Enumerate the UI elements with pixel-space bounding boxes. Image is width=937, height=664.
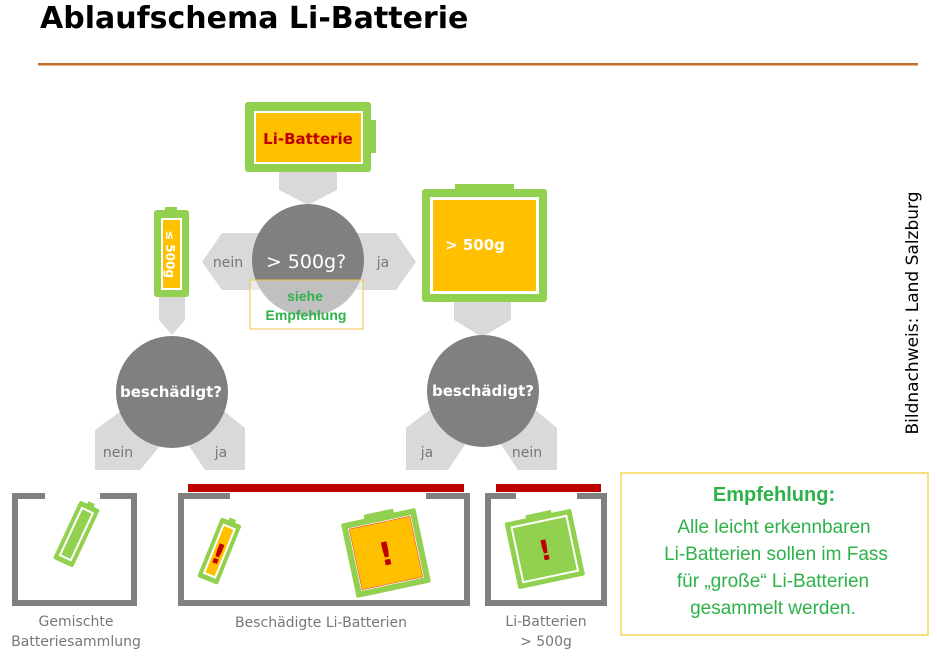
start-battery: Li-Batterie — [245, 102, 376, 172]
recommendation-line-3: für „große“ Li-Batterien — [677, 571, 869, 592]
bin-large-label-1: Li-Batterien — [505, 614, 586, 630]
damaged-question-left-circle — [116, 336, 228, 448]
image-credit: Bildnachweis: Land Salzburg — [903, 191, 923, 434]
bin-mixed — [12, 493, 137, 606]
bin-large: ! — [485, 484, 607, 606]
leg-left-no — [95, 408, 165, 470]
yes-label: ja — [376, 255, 389, 271]
start-battery-label: Li-Batterie — [263, 130, 353, 148]
damaged-question-right-circle — [427, 335, 539, 447]
bin-large-label-2: > 500g — [520, 634, 572, 650]
see-recommendation-line1: siehe — [287, 288, 323, 304]
recommendation-line-1: Alle leicht erkennbaren — [677, 517, 870, 538]
leg-right-yes — [406, 408, 468, 470]
no-label: nein — [213, 255, 243, 271]
small-battery-label: ≤ 500g — [163, 230, 177, 278]
weight-question: > 500g? — [266, 251, 346, 273]
large-battery-label: > 500g — [445, 236, 505, 254]
bin-mixed-label-2: Batteriesammlung — [11, 634, 141, 650]
recommendation-title: Empfehlung: — [713, 484, 835, 506]
bin-damaged-label: Beschädigte Li-Batterien — [235, 615, 407, 631]
arrow-left-no — [202, 233, 260, 290]
arrow-down-right — [454, 302, 511, 337]
left-yes-label: ja — [214, 445, 227, 461]
recommendation-box — [620, 472, 929, 636]
bin-mixed-label-1: Gemischte — [39, 614, 114, 630]
right-yes-label: ja — [420, 445, 433, 461]
see-recommendation-box — [249, 279, 364, 330]
see-recommendation-line2: Empfehlung — [266, 307, 347, 323]
damaged-question-left: beschädigt? — [120, 383, 222, 401]
arrow-right-yes — [356, 233, 416, 290]
page-title: Ablaufschema Li-Batterie — [40, 1, 468, 36]
leg-left-yes — [185, 408, 245, 470]
damaged-question-right: beschädigt? — [432, 382, 534, 400]
recommendation-line-4: gesammelt werden. — [690, 598, 856, 619]
arrow-down-left — [159, 297, 185, 335]
right-no-label: nein — [512, 445, 542, 461]
small-battery: ≤ 500g — [154, 207, 189, 297]
title-divider — [38, 63, 918, 66]
bin-damaged: ! ! — [178, 484, 470, 606]
arrow-down-1 — [279, 172, 337, 205]
recommendation-line-2: Li-Batterien sollen im Fass — [664, 544, 888, 565]
left-no-label: nein — [103, 445, 133, 461]
large-battery: > 500g — [422, 184, 547, 302]
leg-right-no — [498, 408, 557, 470]
